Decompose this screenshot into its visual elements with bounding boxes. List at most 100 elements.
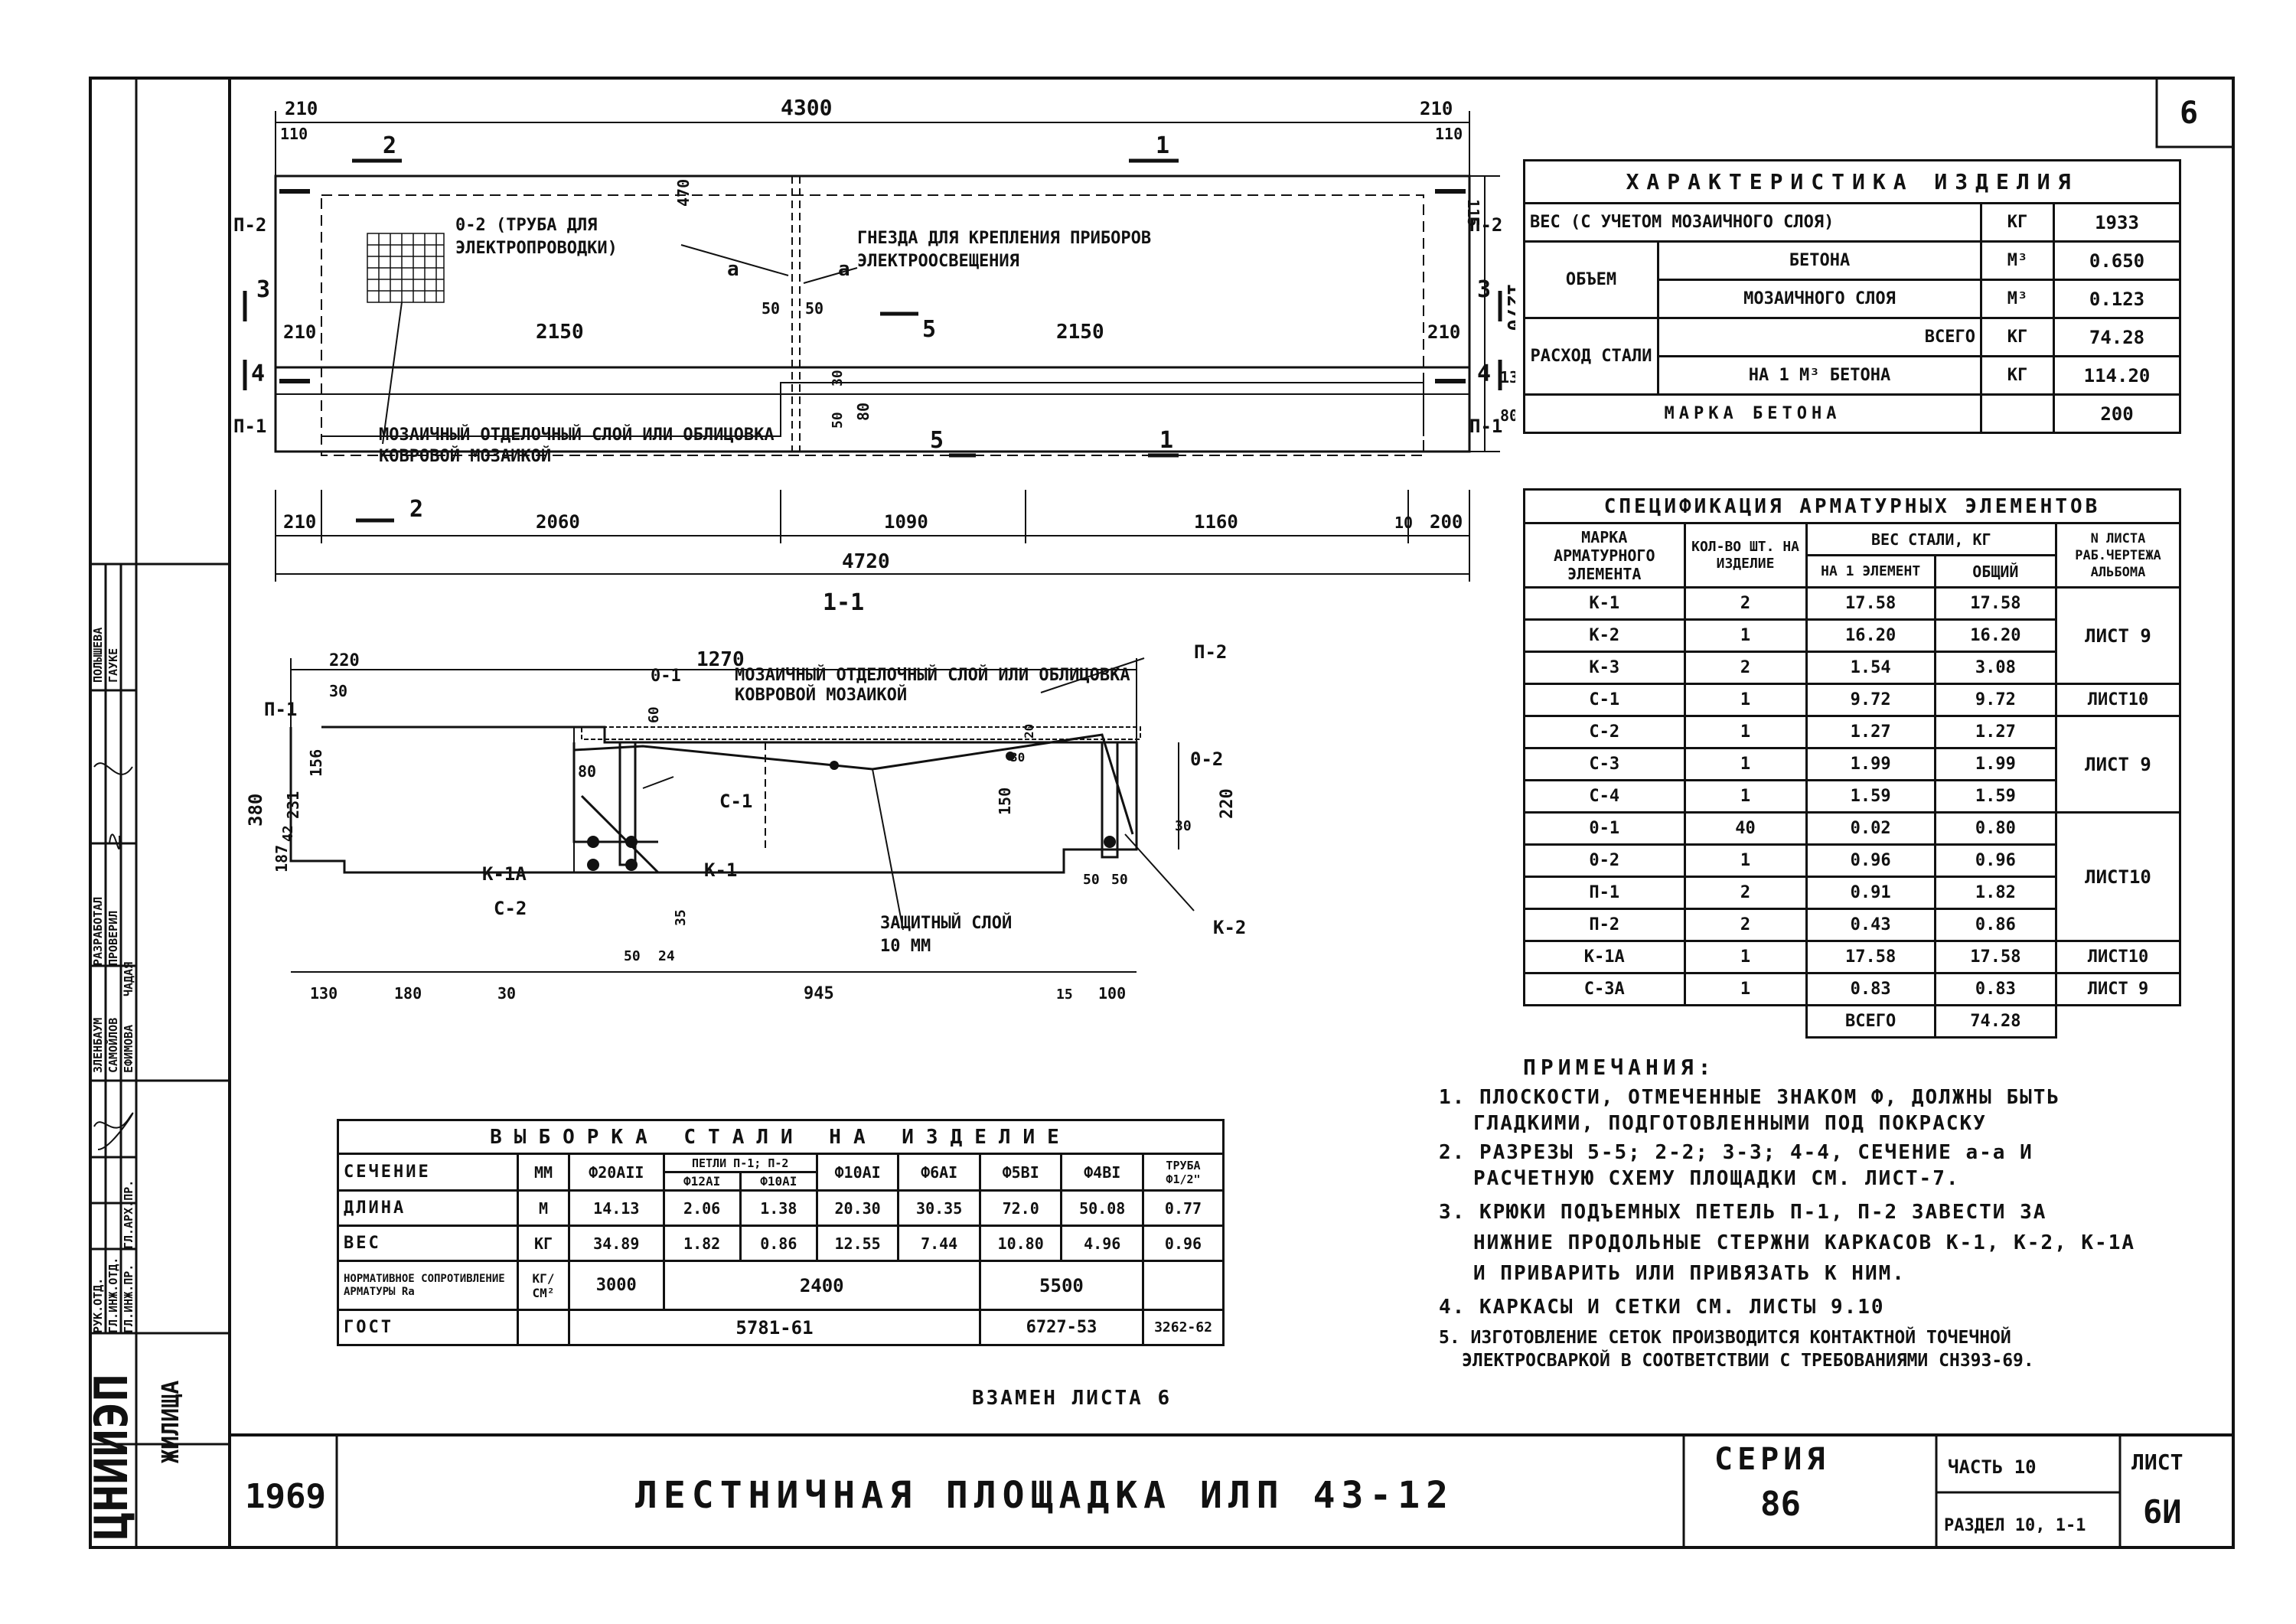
spec-cell: 1.99 (1805, 747, 1936, 781)
spec-cell: 0.96 (1933, 843, 2058, 878)
section-title: 1-1 (823, 589, 865, 616)
spec-cell: 1.27 (1805, 715, 1936, 749)
spec-cell: 9.72 (1805, 683, 1936, 717)
plan-dim: 210 (1420, 98, 1453, 119)
section-dim: 156 (307, 749, 325, 777)
section-note-cover: ЗАЩИТНЫЙ СЛОЙ 10 ММ (880, 914, 1013, 956)
section-mark: 3 (256, 276, 270, 303)
steel-cell: 10.80 (978, 1225, 1063, 1262)
char-unit: КГ (1980, 317, 2055, 357)
spec-sheet-cell: ЛИСТ10 (2055, 811, 2181, 942)
spec-cell: 0.83 (1805, 972, 1936, 1006)
steel-empty (517, 1309, 570, 1346)
year: 1969 (245, 1477, 326, 1516)
spec-h-qty: КОЛ-ВО ШТ. НА ИЗДЕЛИЕ (1683, 522, 1808, 589)
steel-col: Ф5ВI (978, 1153, 1063, 1192)
steel-cell: 34.89 (568, 1225, 665, 1262)
char-unit (1980, 393, 2055, 434)
spec-cell: П-2 (1523, 908, 1686, 942)
section-dim: 20 (1022, 724, 1036, 739)
plan-dim: 110 (280, 125, 308, 143)
section-dim: 60 (646, 706, 662, 723)
char-label: ОБЪЕМ (1523, 240, 1659, 319)
spec-cell: 1.59 (1933, 779, 2058, 814)
section-dim: 30 (497, 984, 516, 1003)
char-sublabel: МОЗАИЧНОГО СЛОЯ (1657, 279, 1982, 319)
notes-title: ПРИМЕЧАНИЯ: (1523, 1055, 1716, 1080)
char-value: 0.123 (2053, 279, 2181, 319)
spec-cell: 1.59 (1805, 779, 1936, 814)
spec-total-value: 74.28 (1933, 1004, 2058, 1039)
spec-cell: К-1А (1523, 940, 1686, 974)
steel-cell: 0.77 (1142, 1189, 1225, 1227)
stamp-role: ПРОВЕРИЛ (106, 911, 120, 966)
plan-dim: 4300 (781, 95, 832, 120)
steel-unit: М (517, 1189, 570, 1227)
org-sub: ЖИЛИЩА (158, 1381, 184, 1463)
steel-col: Ф10АI (739, 1171, 818, 1192)
plan-dim: 130 (1500, 368, 1515, 386)
section-mark: 1 (1159, 427, 1173, 454)
spec-h-total: ОБЩИЙ (1933, 554, 2058, 589)
spec-cell: 1 (1683, 779, 1808, 814)
section-mark: 3 (1477, 276, 1491, 303)
section-dim: 1270 (696, 648, 745, 671)
spec-cell: 1 (1683, 715, 1808, 749)
section-dim: 150 (996, 788, 1014, 815)
steel-cell: 3000 (568, 1260, 665, 1311)
sheet-label: ЛИСТ (2131, 1450, 2183, 1475)
steel-row-label: НОРМАТИВНОЕ СОПРОТИВЛЕНИЕ АРМАТУРЫ Rа (337, 1260, 519, 1311)
section-note-mosaic: МОЗАИЧНЫЙ ОТДЕЛОЧНЫЙ СЛОЙ ИЛИ ОБЛИЦОВКА … (735, 666, 1130, 705)
plan-dim: 50 (830, 412, 846, 429)
steel-cell: 1.38 (739, 1189, 818, 1227)
spec-h-mark: МАРКА АРМАТУРНОГО ЭЛЕМЕНТА (1523, 522, 1686, 589)
section-1-1-view: 220 1270 30 156 231 380 42 187 80 60 20 … (245, 641, 1246, 1003)
steel-cell: 2.06 (662, 1189, 742, 1227)
steel-cell: 30.35 (897, 1189, 981, 1227)
spec-empty (1684, 1004, 1808, 1038)
org-logo: ЦНИИЭП (90, 1374, 139, 1540)
section-mark: a (727, 258, 739, 281)
steel-col: Ф12АI (662, 1171, 742, 1192)
steel-cell: 5781-61 (568, 1309, 981, 1346)
spec-empty (1525, 1006, 1685, 1038)
plan-dim: 210 (285, 98, 318, 119)
section-label: 0-1 (651, 667, 681, 686)
section-dim: 50 (1083, 872, 1100, 888)
spec-cell: 1 (1683, 747, 1808, 781)
note-line: НИЖНИЕ ПРОДОЛЬНЫЕ СТЕРЖНИ КАРКАСОВ К-1, … (1473, 1231, 2136, 1254)
spec-cell: 16.20 (1933, 618, 2058, 653)
spec-sheet-cell: ЛИСТ 9 (2055, 972, 2181, 1006)
section-dim: 50 (624, 948, 641, 964)
spec-cell: 9.72 (1933, 683, 2058, 717)
spec-cell: 0-2 (1523, 843, 1686, 878)
plan-dim: 1270 (1502, 283, 1515, 331)
loop-label: П-2 (1469, 214, 1502, 236)
plan-dim: 80 (854, 403, 872, 421)
spec-cell: 1.54 (1805, 651, 1936, 685)
spec-title: СПЕЦИФИКАЦИЯ АРМАТУРНЫХ ЭЛЕМЕНТОВ (1523, 488, 2181, 524)
section-mark: 4 (251, 360, 265, 387)
note-line: 2. РАЗРЕЗЫ 5-5; 2-2; 3-3; 4-4, СЕЧЕНИЕ а… (1439, 1141, 2033, 1164)
stamp-role: ГЛ.АРХ.ПР. (122, 1180, 135, 1249)
series-label: СЕРИЯ (1714, 1442, 1829, 1477)
spec-cell: 1 (1683, 940, 1808, 974)
section-dim: 35 (673, 909, 689, 926)
loop-label: П-1 (233, 416, 266, 437)
plan-dim: 110 (1435, 125, 1463, 143)
stamp-role: ГЛ.ИНЖ.ПР. (122, 1264, 135, 1333)
section-label: П-1 (264, 699, 297, 720)
stamp-name: ПОЛЫШЕВА (91, 628, 105, 683)
steel-cell: 3262-62 (1142, 1309, 1225, 1346)
steel-row-label: ДЛИНА (337, 1189, 519, 1227)
section-label: С-1 (719, 791, 752, 812)
section-dim: 15 (1056, 986, 1073, 1003)
spec-cell: С-3А (1523, 972, 1686, 1006)
spec-cell: 3.08 (1933, 651, 2058, 685)
spec-sheet-cell: ЛИСТ 9 (2055, 715, 2181, 814)
steel-cell: 0.86 (739, 1225, 818, 1262)
plan-dim: 2150 (1056, 321, 1104, 344)
plan-dim: 1160 (1194, 511, 1238, 533)
steel-table: ВЫБОРКА СТАЛИ НА ИЗДЕЛИЕ СЕЧЕНИЕ ММ Ф20А… (337, 1119, 1225, 1346)
